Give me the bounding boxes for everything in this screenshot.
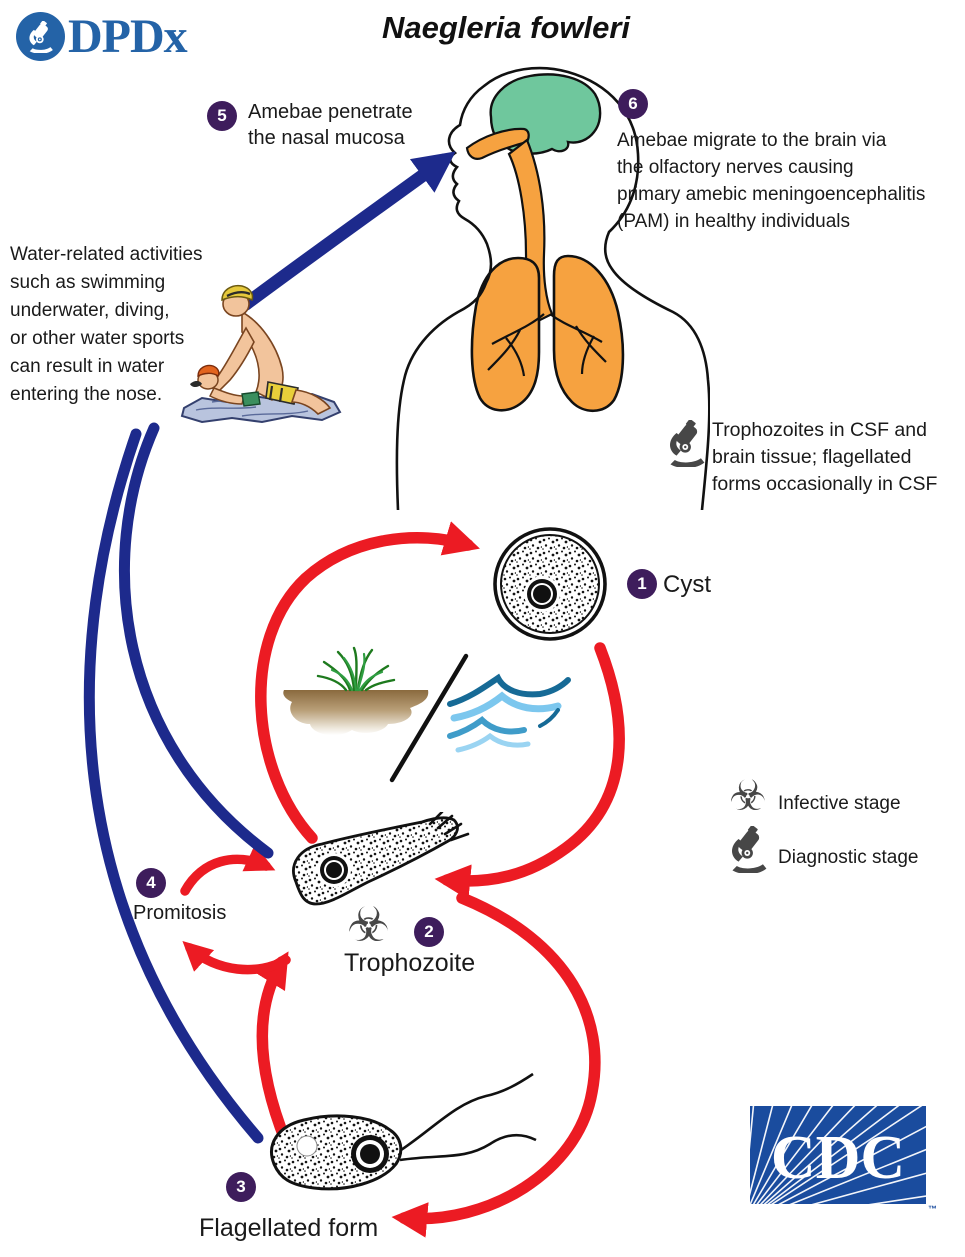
red-arrow-cyst-to-trophozoite xyxy=(434,642,625,900)
environment-divider-slash xyxy=(389,653,469,783)
adult-swimmer xyxy=(208,284,332,415)
blue-line-flagellated-to-swimmer xyxy=(83,428,264,1144)
step-1-badge: 1 xyxy=(627,569,657,599)
right-lung-illustration xyxy=(552,254,625,413)
cyst-illustration xyxy=(493,527,607,641)
step-5-text: Amebae penetrate the nasal mucosa xyxy=(248,101,413,149)
nucleus xyxy=(360,1144,380,1164)
legend-infective-label: Infective stage xyxy=(778,793,901,814)
flagellated-form-label: Flagellated form xyxy=(199,1214,379,1242)
diagnostic-note: Trophozoites in CSF and brain tissue; fl… xyxy=(712,419,938,495)
red-arrow-trophozoite-to-flagellated xyxy=(391,892,601,1238)
legend-biohazard-icon: ☣ xyxy=(729,771,767,820)
dpdx-microscope-icon xyxy=(16,12,65,61)
trophozoite-illustration xyxy=(292,812,470,906)
body-outline xyxy=(395,66,710,510)
soil-grass-icon xyxy=(283,646,429,736)
cdc-logo-text: CDC xyxy=(771,1124,905,1192)
dpdx-logo: DPDx xyxy=(16,10,188,63)
child-swimmer xyxy=(190,364,261,407)
cdc-logo: CDC xyxy=(741,1099,941,1225)
pseudopod-spikes xyxy=(428,812,470,842)
vacuole xyxy=(296,1135,318,1157)
flagella xyxy=(397,1072,537,1162)
nucleus xyxy=(326,862,342,878)
human-body-illustration xyxy=(395,66,710,510)
red-arrow-promitosis-bottom xyxy=(182,941,291,975)
cyst-label: Cyst xyxy=(663,571,711,598)
dpdx-logo-text: DPDx xyxy=(68,10,188,63)
red-arrow-flagellated-to-trophozoite xyxy=(254,951,292,1148)
nucleus xyxy=(533,585,551,603)
biohazard-icon: ☣ xyxy=(347,897,391,953)
step-5-badge: 5 xyxy=(207,101,237,131)
step-6-text: Amebae migrate to the brain via the olfa… xyxy=(617,130,926,232)
trophozoite-label: Trophozoite xyxy=(344,949,476,977)
bronchi-lines xyxy=(487,313,607,377)
cdc-trademark: ™ xyxy=(928,1204,937,1214)
step-6-badge: 6 xyxy=(618,89,648,119)
promitosis-label: Promitosis xyxy=(133,902,227,924)
step-4-badge: 4 xyxy=(136,868,166,898)
legend-diagnostic-label: Diagnostic stage xyxy=(778,847,919,868)
microscope-icon xyxy=(666,418,708,472)
diagram-title: Naegleria fowleri xyxy=(381,10,631,45)
step-2-badge: 2 xyxy=(414,917,444,947)
red-arrow-promitosis-top xyxy=(180,844,276,896)
water-activities-note: Water-related activities such as swimmin… xyxy=(10,244,203,405)
blue-arrow-water-to-nose xyxy=(239,151,456,311)
legend-microscope-icon xyxy=(728,824,770,878)
red-arrow-trophozoite-to-cyst xyxy=(255,521,480,844)
blue-line-trophozoite-to-swimmer xyxy=(119,422,274,859)
step-3-badge: 3 xyxy=(226,1172,256,1202)
water-waves-icon xyxy=(447,673,571,753)
trachea-illustration xyxy=(507,138,554,324)
flagellated-form-illustration xyxy=(270,1072,537,1191)
swimmers-illustration xyxy=(180,284,342,424)
